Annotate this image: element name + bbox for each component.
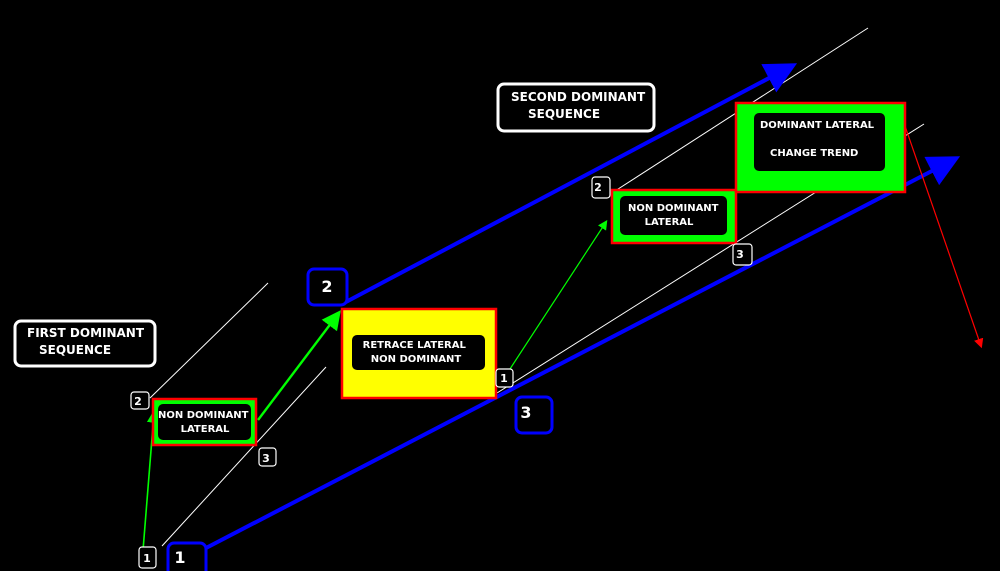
box-retrace-lateral: RETRACE LATERAL NON DOMINANT: [340, 307, 498, 400]
blue-point-3: 3: [514, 395, 554, 435]
box-label: LATERAL: [181, 424, 230, 435]
seq1-point-2: 2: [130, 391, 150, 410]
green-arrow-3: [507, 219, 608, 373]
svg-text:2: 2: [321, 277, 332, 296]
box-label: DOMINANT LATERAL: [760, 120, 875, 131]
svg-text:SECOND DOMINANT SEQUENCE: SECOND DOMINANT SEQUENCE: [511, 90, 649, 121]
first-dominant-sequence-label: FIRST DOMINANT SEQUENCE: [13, 319, 157, 368]
green-arrow-2: [257, 310, 341, 421]
box-label: CHANGE TREND: [770, 148, 858, 159]
svg-text:3: 3: [736, 248, 744, 261]
svg-text:1: 1: [143, 552, 151, 565]
box-label: NON DOMINANT: [371, 354, 462, 365]
box-non-dominant-lateral-1: NON DOMINANT LATERAL: [151, 397, 258, 447]
svg-text:FIRST DOMINANT SEQUENCE: FIRST DOMINANT SEQUENCE: [27, 326, 148, 357]
box-label: LATERAL: [645, 217, 694, 228]
blue-arrow-upper: [343, 63, 798, 305]
blue-point-1: 1: [166, 541, 208, 571]
seq1-point-3: 3: [258, 447, 277, 467]
svg-text:NON DOMINANT LATERAL: NON DOMINANT LATERAL: [158, 410, 252, 435]
svg-text:3: 3: [262, 452, 270, 465]
svg-text:NON DOMINANT LATERAL: NON DOMINANT LATERAL: [628, 203, 722, 228]
white-line-seq1-upper: [149, 282, 269, 399]
blue-arrow-lower: [205, 156, 961, 550]
box-label: NON DOMINANT: [158, 410, 249, 421]
seq2-point-3: 3: [732, 243, 753, 266]
svg-text:3: 3: [520, 403, 531, 422]
box-label: RETRACE LATERAL: [363, 340, 467, 351]
box-dominant-lateral: DOMINANT LATERAL CHANGE TREND: [734, 101, 907, 194]
svg-text:1: 1: [174, 548, 185, 567]
red-arrow-change-trend: [904, 125, 984, 349]
second-dominant-sequence-label: SECOND DOMINANT SEQUENCE: [496, 82, 656, 133]
svg-text:1: 1: [500, 372, 508, 385]
svg-text:2: 2: [594, 181, 602, 194]
blue-point-2: 2: [306, 267, 349, 307]
seq2-point-1: 1: [495, 368, 514, 388]
svg-text:2: 2: [134, 395, 142, 408]
white-line-seq1-lower: [161, 366, 327, 547]
svg-text:DOMINANT LATERAL CHANGE: DOMINANT LATERAL CHANGE TREND: [760, 120, 878, 159]
seq1-point-1: 1: [138, 546, 157, 569]
svg-text:RETRACE LATERAL NON DOMI: RETRACE LATERAL NON DOMINANT: [363, 340, 470, 365]
box-label: NON DOMINANT: [628, 203, 719, 214]
seq2-point-2: 2: [591, 176, 611, 199]
box-non-dominant-lateral-2: NON DOMINANT LATERAL: [610, 188, 738, 245]
